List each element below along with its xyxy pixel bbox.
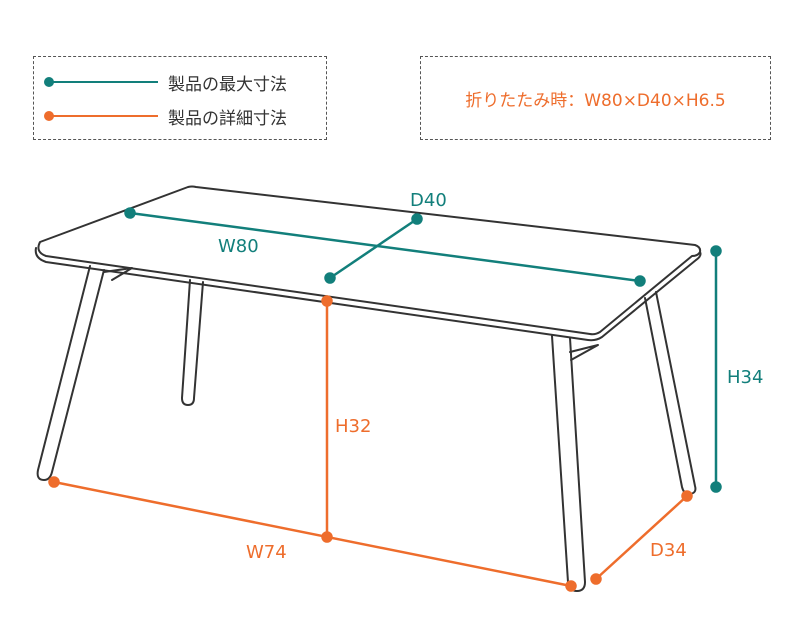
leg-front-right bbox=[551, 335, 586, 592]
depth-max-dot-start bbox=[324, 272, 336, 284]
depth-max-line bbox=[329, 217, 418, 280]
tabletop-edge bbox=[34, 247, 702, 342]
height-max-dot-end bbox=[710, 481, 722, 493]
depth-max-label: D40 bbox=[410, 190, 447, 211]
legend-max-row: 製品の最大寸法 bbox=[44, 71, 287, 95]
height-max-label: H34 bbox=[727, 367, 763, 388]
leg-back-right bbox=[644, 291, 697, 496]
depth-detail-label: D34 bbox=[650, 540, 687, 561]
table-outline bbox=[34, 185, 702, 592]
tabletop-top bbox=[37, 185, 702, 336]
depth-detail-dot-end bbox=[681, 490, 693, 502]
detail-dimension-lines bbox=[48, 295, 693, 592]
legend-box: 製品の最大寸法 製品の詳細寸法 bbox=[33, 56, 327, 140]
legend-max-line bbox=[44, 77, 158, 87]
depth-detail-dot-start bbox=[590, 573, 602, 585]
width-max-label: W80 bbox=[218, 236, 259, 257]
height-detail-label: H32 bbox=[335, 416, 371, 437]
width-detail-dot-end bbox=[565, 580, 577, 592]
max-dimension-lines bbox=[124, 207, 722, 493]
legend-detail-dot bbox=[44, 111, 54, 121]
legend-detail-label: 製品の詳細寸法 bbox=[168, 108, 287, 129]
legend-max-label: 製品の最大寸法 bbox=[168, 74, 287, 95]
height-max-dot-start bbox=[710, 245, 722, 257]
legend-detail-line bbox=[44, 111, 158, 121]
width-max-dot-start bbox=[124, 207, 136, 219]
folded-note-box: 折りたたみ時：W80×D40×H6.5 bbox=[420, 56, 771, 140]
width-max-line bbox=[129, 211, 641, 283]
width-detail-line bbox=[53, 480, 572, 588]
depth-detail-line bbox=[595, 495, 688, 580]
bracket-right bbox=[569, 344, 599, 361]
leg-back-left bbox=[181, 279, 204, 406]
depth-max-dot-end bbox=[411, 213, 423, 225]
width-detail-label: W74 bbox=[246, 542, 287, 563]
width-max-dot-end bbox=[634, 275, 646, 287]
width-detail-dot-start bbox=[48, 476, 60, 488]
leg-front-left bbox=[36, 265, 105, 481]
bracket-left bbox=[103, 267, 133, 281]
legend-max-dot bbox=[44, 77, 54, 87]
folded-note-text: 折りたたみ時：W80×D40×H6.5 bbox=[465, 90, 726, 111]
legend-detail-row: 製品の詳細寸法 bbox=[44, 105, 287, 129]
height-detail-dot-start bbox=[321, 295, 333, 307]
